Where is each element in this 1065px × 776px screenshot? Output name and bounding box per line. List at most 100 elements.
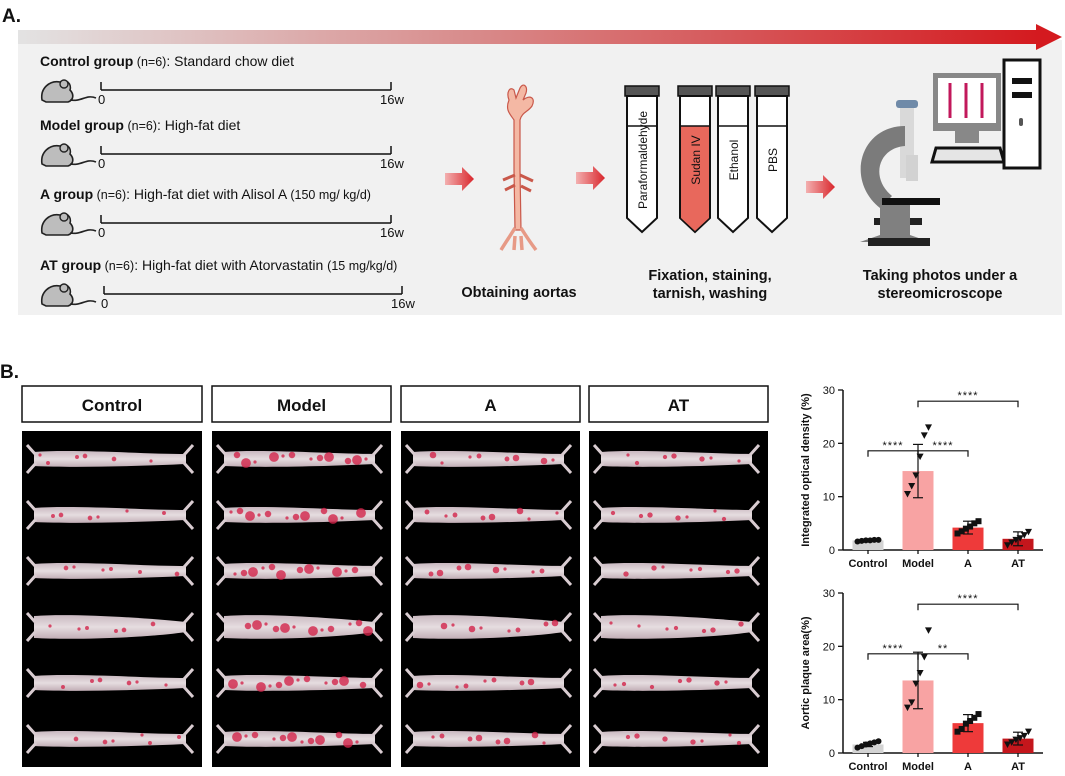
aorta-tissue: [34, 675, 186, 691]
group-desc: : High-fat diet with Atorvastatin: [134, 257, 327, 273]
aorta-branch: [560, 741, 573, 755]
significance-bracket: [917, 653, 969, 660]
tube-body: [717, 95, 749, 234]
aorta-branch: [592, 667, 605, 681]
aorta-tissue: [34, 451, 186, 467]
aorta-branch: [371, 667, 384, 681]
plaque-spot: [495, 739, 501, 745]
significance-bracket: [917, 400, 1019, 408]
aorta-specimen: [215, 723, 384, 755]
aorta-branch: [25, 611, 38, 625]
plaque-spot: [256, 682, 266, 692]
aorta-branch: [215, 723, 228, 737]
plaque-spot: [253, 460, 257, 464]
plaque-spot: [114, 629, 118, 633]
plaque-spot: [638, 513, 644, 519]
group-n: (n=6): [93, 188, 126, 202]
plaque-spot: [555, 511, 559, 515]
plaque-spot: [690, 739, 696, 745]
aorta-branch: [182, 573, 195, 587]
plaque-spot: [251, 731, 259, 739]
fixation-label-line2: tarnish, washing: [653, 286, 767, 302]
aorta-specimen: [404, 611, 573, 643]
plaque-spot: [665, 627, 669, 631]
aorta-branch: [182, 443, 195, 457]
plaque-spot: [671, 453, 677, 459]
data-point: [916, 670, 924, 677]
plaque-spot: [734, 568, 740, 574]
plaque-spot: [661, 565, 665, 569]
plaque-spot: [649, 684, 655, 690]
plaque-spot: [355, 740, 359, 744]
aorta-branch: [748, 499, 761, 513]
aorta-tissue: [413, 507, 564, 523]
plaque-spot: [352, 455, 362, 465]
data-point: [920, 654, 928, 661]
aorta-specimen: [592, 611, 761, 643]
plaque-spot: [332, 567, 342, 577]
aorta-branch: [748, 555, 761, 569]
mouse-tail: [69, 300, 97, 306]
plaque-spot: [697, 566, 703, 572]
data-point: [958, 726, 965, 732]
aorta-branch: [215, 555, 228, 569]
aorta-branch: [560, 555, 573, 569]
aorta-tissue: [34, 615, 186, 639]
mouse-ear: [59, 143, 69, 153]
aorta-specimen: [592, 443, 761, 475]
plaque-spot: [162, 511, 166, 515]
y-tick-label: 30: [823, 385, 835, 397]
plaque-spot: [364, 457, 368, 461]
plaque-spot: [623, 571, 629, 577]
group-label: AT group (n=6): High-fat diet with Atorv…: [40, 257, 397, 273]
aorta-branch: [371, 555, 384, 569]
plaque-spot: [626, 453, 630, 457]
tube-body: [756, 95, 788, 234]
aorta-branch: [748, 667, 761, 681]
plaque-spot: [540, 457, 548, 465]
plaque-spot: [507, 629, 511, 633]
plaque-spot: [515, 627, 521, 633]
aorta-specimen: [215, 555, 384, 587]
mouse-tail: [69, 96, 97, 102]
plaque-spot: [610, 510, 616, 516]
data-point: [925, 424, 932, 431]
plaque-spot: [316, 566, 320, 570]
aorta-branch: [404, 611, 417, 625]
plaque-spot: [111, 456, 117, 462]
plaque-spot: [252, 620, 262, 630]
plaque-spot: [307, 737, 315, 745]
group-name: AT group: [40, 257, 101, 273]
plaque-spot: [303, 675, 311, 683]
plaque-spot: [261, 566, 265, 570]
plaque-spot: [503, 567, 507, 571]
plaque-spot: [58, 512, 64, 518]
data-point: [1025, 728, 1032, 736]
aorta-step-label: Obtaining aortas: [461, 285, 576, 301]
aorta-branch: [592, 517, 605, 531]
aorta-branch: [371, 443, 384, 457]
plaque-spot: [543, 621, 549, 627]
plaque-spot: [440, 461, 444, 465]
plaque-spot: [279, 734, 287, 742]
plaque-spot: [316, 454, 324, 462]
plaque-spot: [327, 625, 335, 633]
plaque-spot: [233, 451, 241, 459]
aorta-branch: [371, 517, 384, 531]
plaque-spot: [647, 512, 653, 518]
aorta-branch: [182, 555, 195, 569]
plaque-spot: [269, 452, 279, 462]
aorta-branch: [592, 499, 605, 513]
x-tick-label: Model: [902, 761, 934, 771]
aorta-branch: [404, 723, 417, 737]
microscope-icon: [860, 100, 940, 246]
y-tick-label: 0: [829, 748, 835, 760]
fixation-label-line1: Fixation, staining,: [648, 268, 771, 284]
tube-label: Paraformaldehyde: [636, 111, 650, 209]
data-point: [1016, 735, 1024, 742]
tube-label: Sudan IV: [689, 135, 703, 184]
plaque-spot: [111, 739, 115, 743]
plaque-spot: [491, 677, 497, 683]
plaque-spot: [651, 565, 657, 571]
